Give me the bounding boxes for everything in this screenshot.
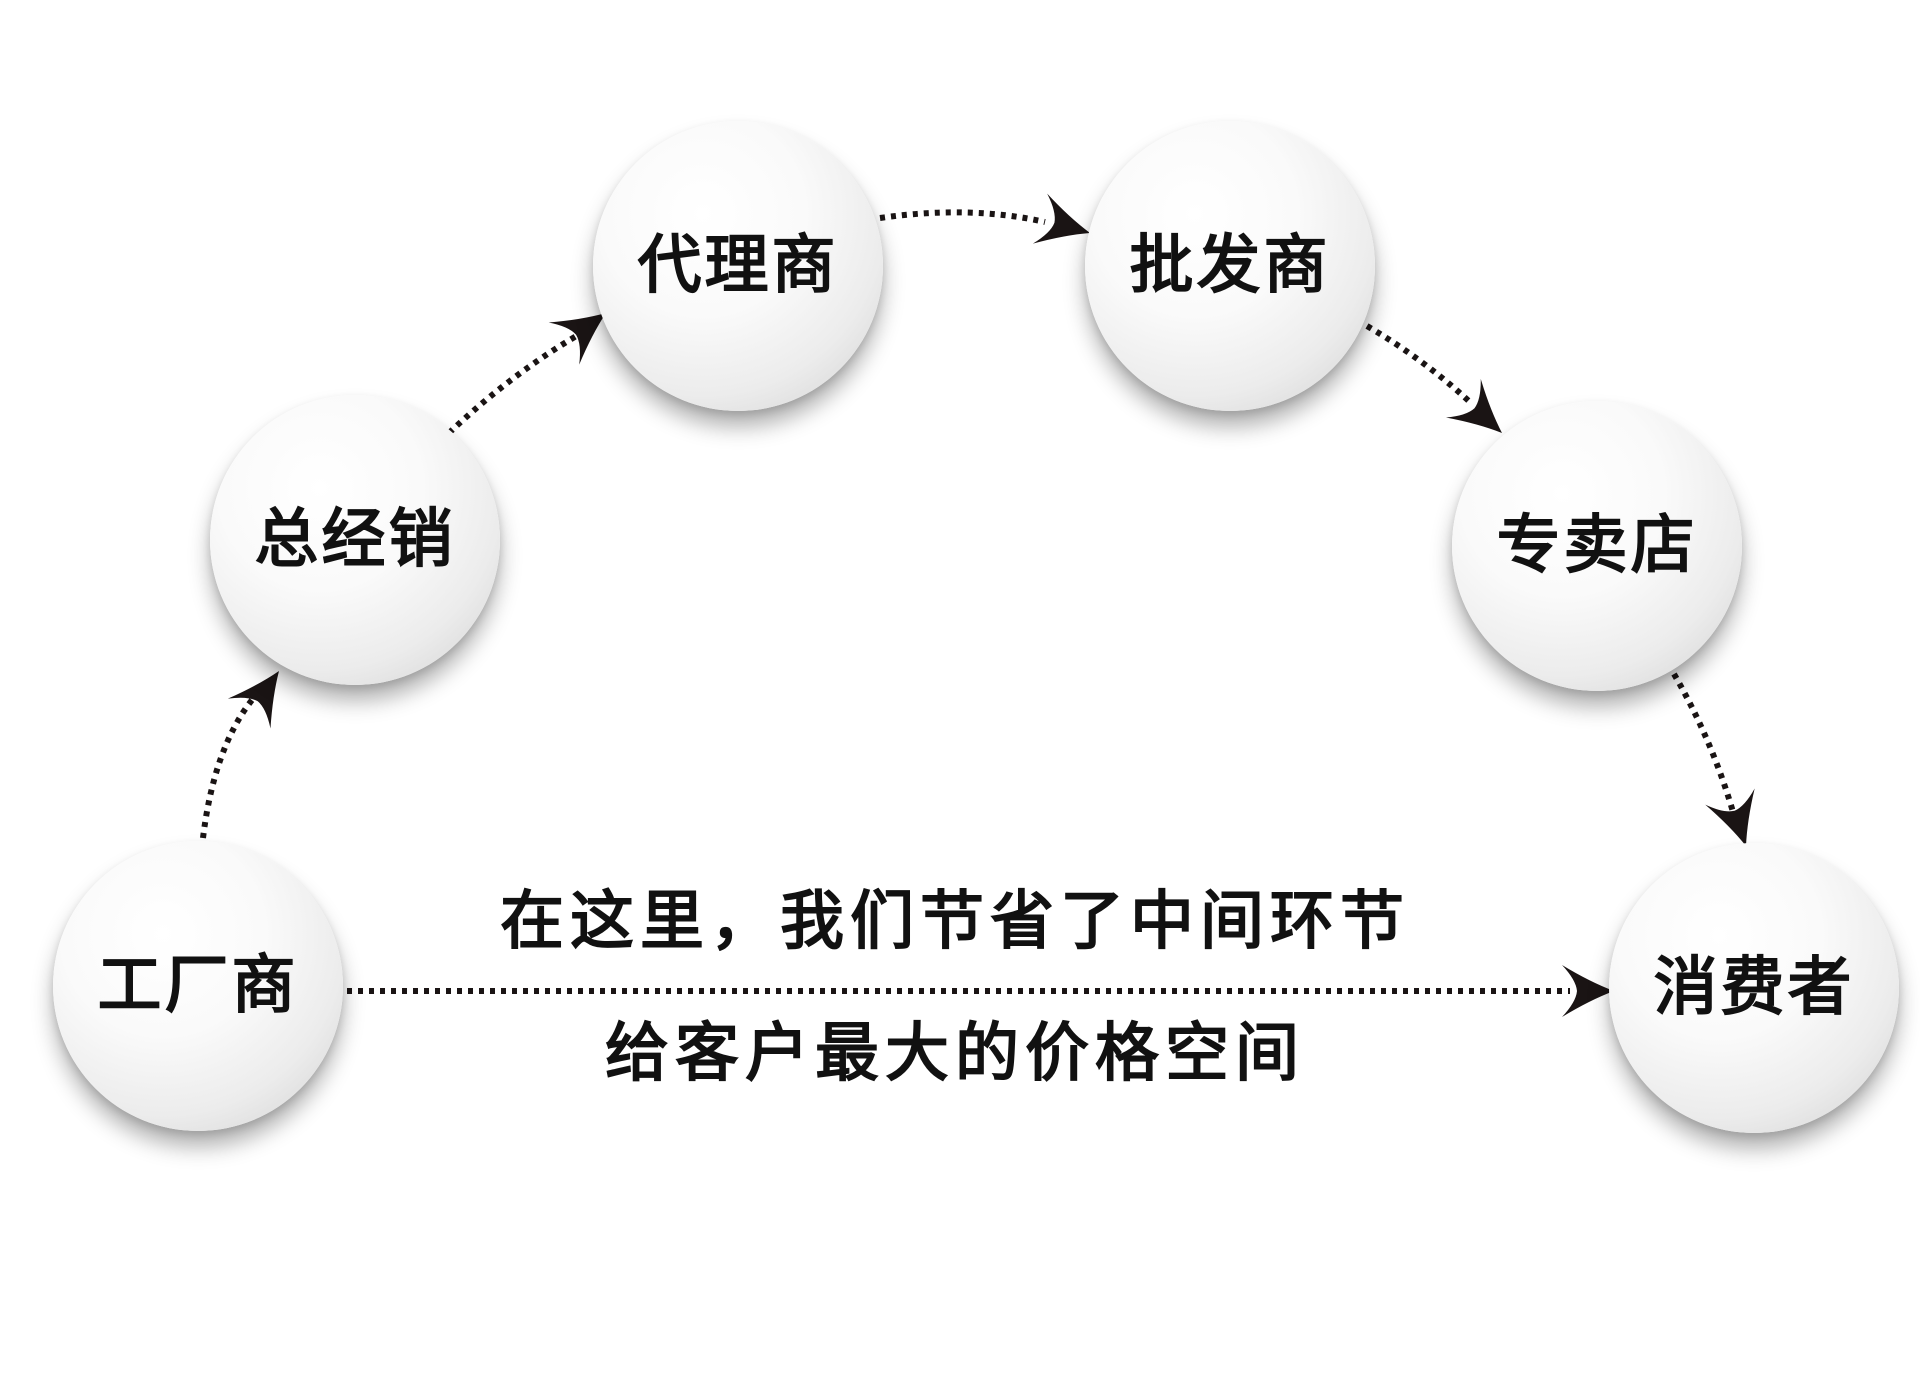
node-wholesaler: 批发商 (1085, 121, 1375, 411)
node-general-distributor: 总经销 (210, 395, 500, 685)
node-factory: 工厂商 (53, 841, 343, 1131)
node-label: 消费者 (1653, 951, 1855, 1025)
node-consumer: 消费者 (1609, 843, 1899, 1133)
node-specialty-store: 专卖店 (1452, 401, 1742, 691)
node-label: 专卖店 (1496, 509, 1698, 583)
caption-line-2: 给客户最大的价格空间 (605, 1017, 1305, 1091)
node-label: 总经销 (254, 503, 456, 577)
arrow-factory-to-general-distributor (200, 671, 279, 839)
arrowhead (1705, 788, 1755, 846)
arrowhead (1562, 965, 1614, 1017)
arrowhead (1032, 193, 1090, 244)
arrow-general-distributor-to-agent (446, 313, 606, 436)
arrow-factory-to-consumer (347, 965, 1614, 1017)
arrow-agent-to-wholesaler (879, 193, 1090, 244)
arrowhead (1445, 378, 1502, 433)
arrow-wholesaler-to-specialty-store (1365, 323, 1502, 433)
arrowhead (548, 313, 606, 365)
arrow-specialty-store-to-consumer (1671, 672, 1755, 846)
node-label: 工厂商 (97, 949, 299, 1023)
node-agent: 代理商 (593, 121, 883, 411)
node-label: 代理商 (637, 229, 839, 303)
caption-line-1: 在这里，我们节省了中间环节 (500, 885, 1410, 959)
arrowhead (227, 671, 279, 729)
node-label: 批发商 (1129, 229, 1331, 303)
